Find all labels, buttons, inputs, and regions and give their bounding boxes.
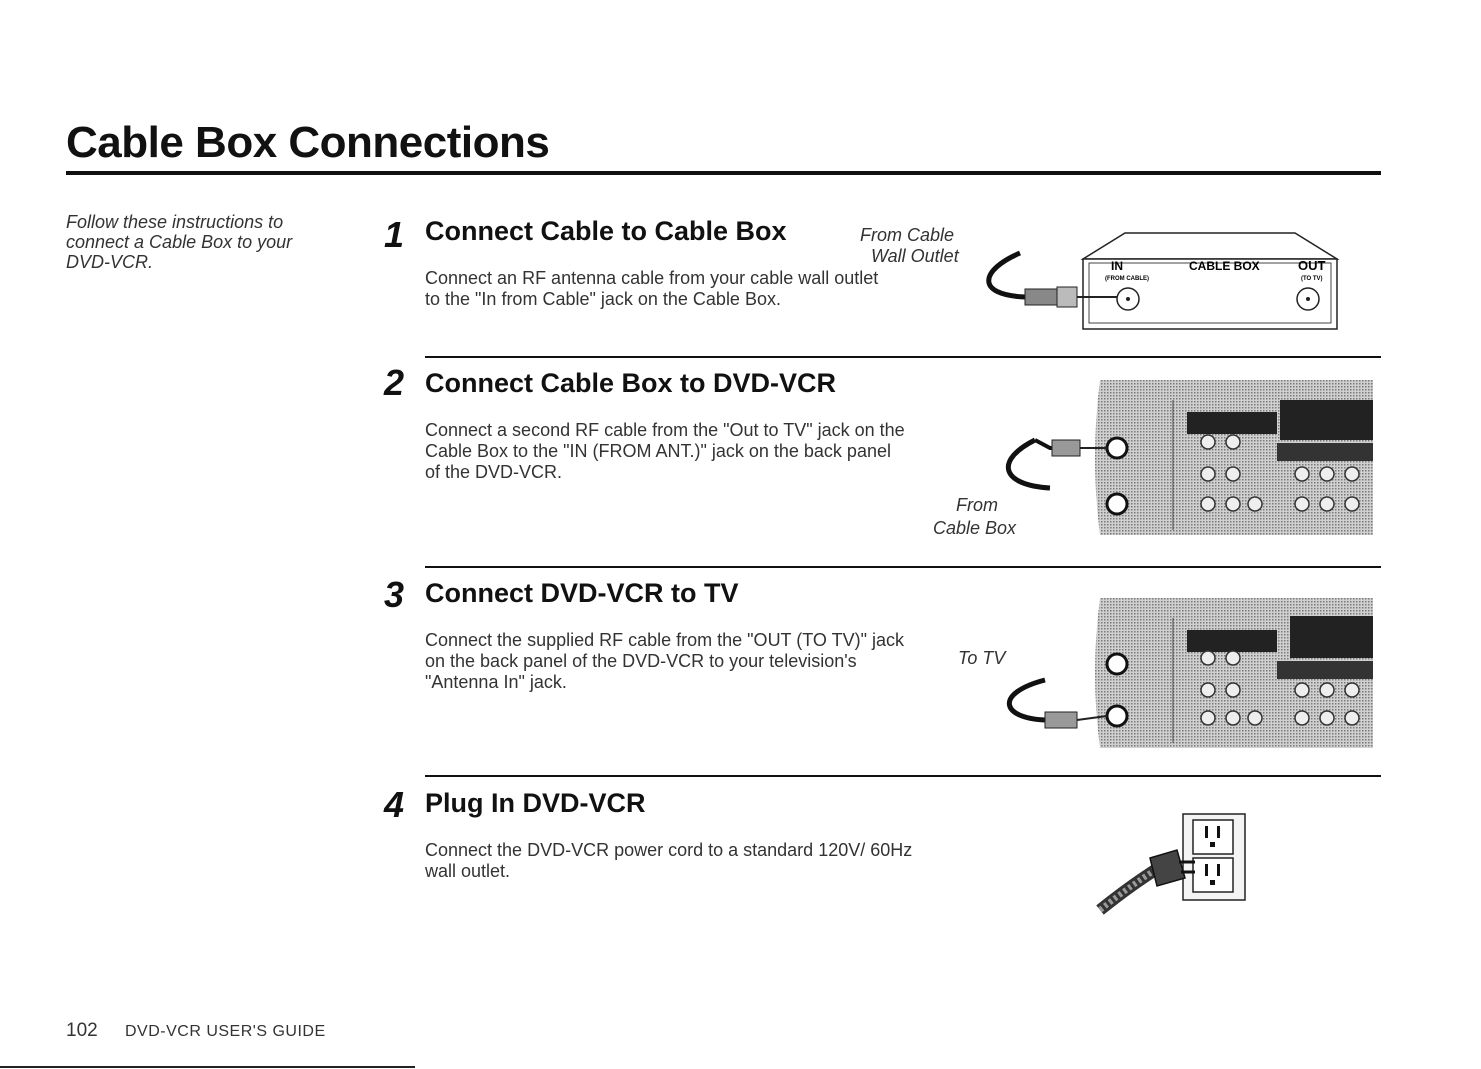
in-from-ant-jack [1105, 436, 1129, 460]
step-3-number: 3 [384, 574, 405, 615]
in-from-ant-jack [1105, 652, 1129, 676]
step-4-title: Plug In DVD-VCR [425, 788, 646, 818]
page-title: Cable Box Connections [66, 118, 550, 167]
step-2-title: Connect Cable Box to DVD-VCR [425, 368, 837, 398]
step-2-caption-line2: Cable Box [933, 518, 1017, 538]
step-1-caption-line2: Wall Outlet [871, 246, 959, 266]
step-divider [425, 356, 1381, 358]
step-4-number: 4 [384, 784, 405, 825]
power-cord-plug [1096, 849, 1195, 915]
page-number: 102 [66, 1020, 98, 1041]
step-2-number: 2 [384, 362, 405, 403]
step-1-caption-line1: From Cable [860, 225, 955, 245]
page-footer: 102 DVD-VCR USER'S GUIDE [66, 1020, 326, 1042]
guide-name: DVD-VCR USER'S GUIDE [124, 1023, 326, 1040]
step-4-body: Connect the DVD-VCR power cord to a stan… [425, 840, 913, 881]
step-1-body: Connect an RF antenna cable from your ca… [425, 268, 879, 309]
rf-cable-from-box [1005, 437, 1107, 491]
step-3-body: Connect the supplied RF cable from the "… [425, 630, 904, 692]
dvd-vcr-panel-diagram-3 [1006, 598, 1373, 748]
step-1-number: 1 [384, 214, 405, 255]
out-to-tv-jack [1105, 704, 1129, 728]
cable-box-diagram: IN (FROM CABLE) CABLE BOX OUT (TO TV) [986, 232, 1340, 330]
step-3-title: Connect DVD-VCR to TV [425, 578, 739, 608]
step-3-caption: To TV [958, 648, 1006, 668]
cable-box-name-label: CABLE BOX [1189, 259, 1260, 273]
rf-cable-wall [986, 250, 1117, 308]
cable-box-in-label: IN [1111, 259, 1123, 273]
out-to-tv-jack [1105, 492, 1129, 516]
dvd-vcr-panel-diagram-2 [1005, 380, 1373, 535]
step-2-caption-line1: From [956, 495, 998, 515]
rf-cable-to-tv [1006, 677, 1108, 729]
cable-box-in-sublabel: (FROM CABLE) [1105, 276, 1149, 282]
step-divider [425, 775, 1381, 777]
power-outlet-diagram [1096, 813, 1246, 915]
intro-text: Follow these instructions to connect a C… [66, 212, 293, 272]
cable-box-out-label: OUT [1298, 258, 1326, 273]
step-2-body: Connect a second RF cable from the "Out … [425, 420, 905, 482]
cable-box-out-sublabel: (TO TV) [1301, 276, 1323, 282]
bottom-rule [0, 1066, 415, 1068]
step-divider [425, 566, 1381, 568]
title-rule [66, 171, 1381, 175]
step-1-title: Connect Cable to Cable Box [425, 216, 787, 246]
